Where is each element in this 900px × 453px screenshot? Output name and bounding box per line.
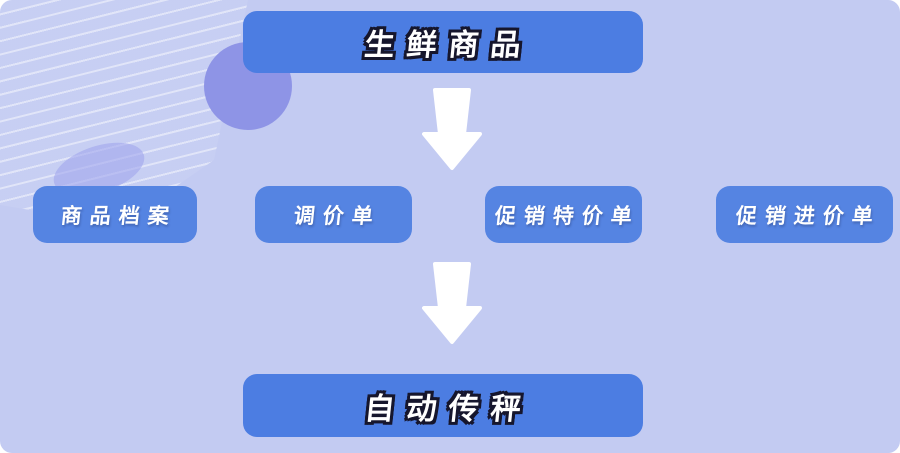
node-product-archive: 商品档案 (33, 186, 197, 243)
node-promo-purchase-price-label: 促销进价单 (734, 203, 883, 228)
node-fresh-goods: 生鲜商品 (243, 11, 643, 73)
node-product-archive-label: 商品档案 (59, 203, 179, 228)
down-arrow-icon (422, 88, 482, 170)
node-price-adjustment-label: 调价单 (292, 203, 383, 228)
node-price-adjustment: 调价单 (255, 186, 412, 243)
down-arrow-icon (422, 262, 482, 344)
node-fresh-goods-label: 生鲜商品 (362, 28, 535, 63)
node-auto-scale-transfer-label: 自动传秤 (362, 391, 535, 427)
node-promo-special-price: 促销特价单 (485, 186, 642, 243)
node-auto-scale-transfer: 自动传秤 (243, 374, 643, 437)
node-promo-special-price-label: 促销特价单 (493, 203, 642, 228)
node-promo-purchase-price: 促销进价单 (716, 186, 893, 243)
